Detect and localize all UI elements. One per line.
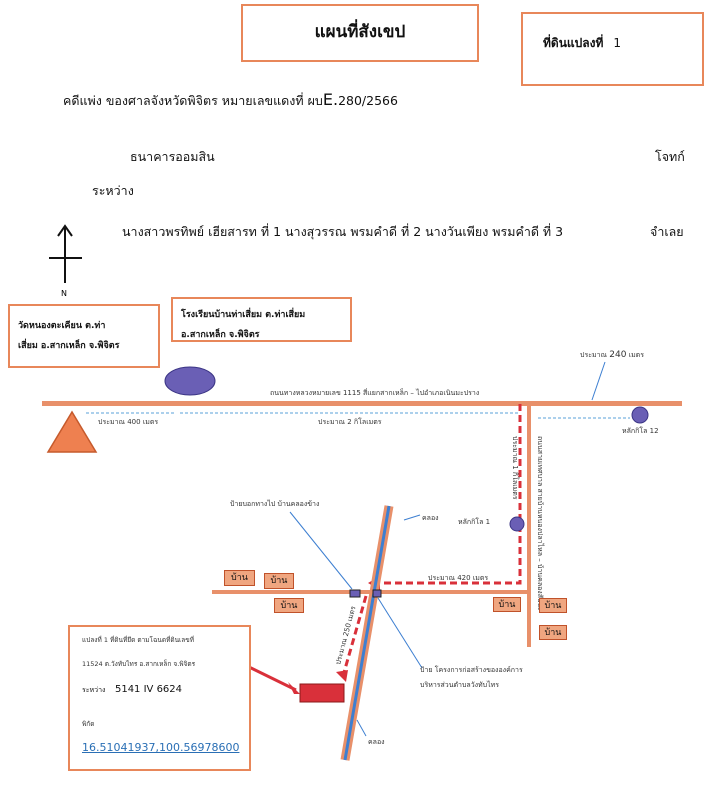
distance-240-pointer [591,361,606,401]
info-line-3: ระหว่าง 5141 IV 6624 [82,684,182,696]
school-label-line2: อ.สากเหล็ก จ.พิจิตร [181,330,260,340]
house-marker: บ้าน [539,625,567,640]
parcel-marker [299,683,345,703]
canal-top-label: คลอง [422,514,439,522]
route-south-arrowhead-icon [336,670,348,682]
km12-marker-icon [631,406,649,424]
highway-road [42,401,682,406]
case-number: 280/2566 [338,93,398,108]
distance-240-label: ประมาณ 240 เมตร [580,350,644,360]
distance-240-value: 240 [609,350,626,360]
house-marker: บ้าน [224,570,255,586]
canal-water [343,505,391,761]
canal-bottom-pointer [356,719,367,737]
project-sign-label-1: ป้าย โครงการก่อสร้างขององค์การ [420,665,523,674]
school-marker-icon [164,366,216,396]
parcel-box: ที่ดินแปลงที่ 1 [521,12,704,86]
map-sheet-number: 5141 IV 6624 [114,684,183,695]
distance-420-label: ประมาณ 420 เมตร [428,574,488,582]
project-sign-label-2: บริหารส่วนตำบลวังทับไทร [420,680,499,689]
distance-240-unit: เมตร [629,351,645,359]
km1-label: หลักกิโล 1 [458,517,490,526]
side-road-label: ถนนสายเทศบาล สายบ้านหนองปลาไหล – บ้านคลอ… [536,436,545,611]
school-label-line1: โรงเรียนบ้านท่าเสี่ยม ต.ท่าเสี่ยม [181,310,306,320]
distance-240-prefix: ประมาณ [580,351,608,359]
temple-label-line2: เสี่ยม อ.สากเหล็ก จ.พิจิตร [18,341,120,351]
temple-label-box: วัดหนองตะเคียน ต.ท่า เสี่ยม อ.สากเหล็ก จ… [8,304,160,368]
info-line-3-label: ระหว่าง [82,686,106,694]
house-marker: บ้าน [274,598,304,613]
house-marker: บ้าน [264,573,294,589]
case-number-prefix: E. [322,90,339,109]
defendant-role: จำเลย [650,224,684,239]
page-title: แผนที่สังเขป [314,22,406,42]
house-marker: บ้าน [539,598,567,613]
parcel-info-box: แปลงที่ 1 ที่ดินที่ยึด ตามโฉนดที่ดินเลขท… [68,625,251,771]
parcel-label: ที่ดินแปลงที่ 1 [543,34,621,53]
direction-sign-label: ป้ายบอกทางไป บ้านคลองข้าง [230,499,319,508]
plaintiff-role: โจทก์ [655,149,685,164]
school-label-box: โรงเรียนบ้านท่าเสี่ยม ต.ท่าเสี่ยม อ.สากเ… [171,297,352,342]
temple-marker-icon [46,410,98,453]
info-line-2: 11524 ต.วังทับไทร อ.สากเหล็ก จ.พิจิตร [82,660,196,668]
north-arrow-icon [49,224,82,283]
between-label: ระหว่าง [92,183,134,198]
title-box: แผนที่สังเขป [241,4,479,62]
parcel-pointer-arrowhead-icon [288,682,300,694]
north-label: N [61,289,67,298]
distance-2km-label: ประมาณ 2 กิโลเมตร [318,417,382,426]
plaintiff-name: ธนาคารออมสิน [130,149,215,164]
route-path [380,404,522,585]
km12-label: หลักกิโล 12 [622,426,659,435]
direction-sign-icon [349,589,361,598]
side-road [527,404,531,647]
project-sign-pointer [377,597,423,669]
direction-sign-pointer [289,511,353,590]
parcel-pointer [246,664,297,692]
case-line: คดีแพ่ง ของศาลจังหวัดพิจิตร หมายเลขแดงที… [63,90,398,111]
distance-1km-label: ประมาณ 1 กิโลเมตร [511,436,520,500]
canal-top-pointer [403,514,421,521]
case-line-text: คดีแพ่ง ของศาลจังหวัดพิจิตร หมายเลขแดงที… [63,93,323,108]
canal-bottom-label: คลอง [368,738,385,746]
info-line-4: พิกัด [82,720,95,728]
parcel-label-text: ที่ดินแปลงที่ [543,36,604,50]
coordinates-link[interactable]: 16.51041937,100.56978600 [82,741,240,754]
info-line-1: แปลงที่ 1 ที่ดินที่ยึด ตามโฉนดที่ดินเลขท… [82,636,194,644]
highway-label: ถนนทางหลวงหมายเลข 1115 สี่แยกสากเหล็ก – … [270,388,479,397]
distance-400-label: ประมาณ 400 เมตร [98,418,158,426]
defendants-list: นางสาวพรทิพย์ เฮียสารท ที่ 1 นางสุวรรณ พ… [122,224,564,239]
temple-label-line1: วัดหนองตะเคียน ต.ท่า [18,321,106,331]
km1-marker-icon [509,516,525,532]
project-sign-icon [372,589,382,598]
distance-250-label: ประมาณ 250 เมตร [334,605,357,665]
house-marker: บ้าน [493,597,521,612]
route-south-path [341,595,368,677]
parcel-number: 1 [613,36,622,50]
